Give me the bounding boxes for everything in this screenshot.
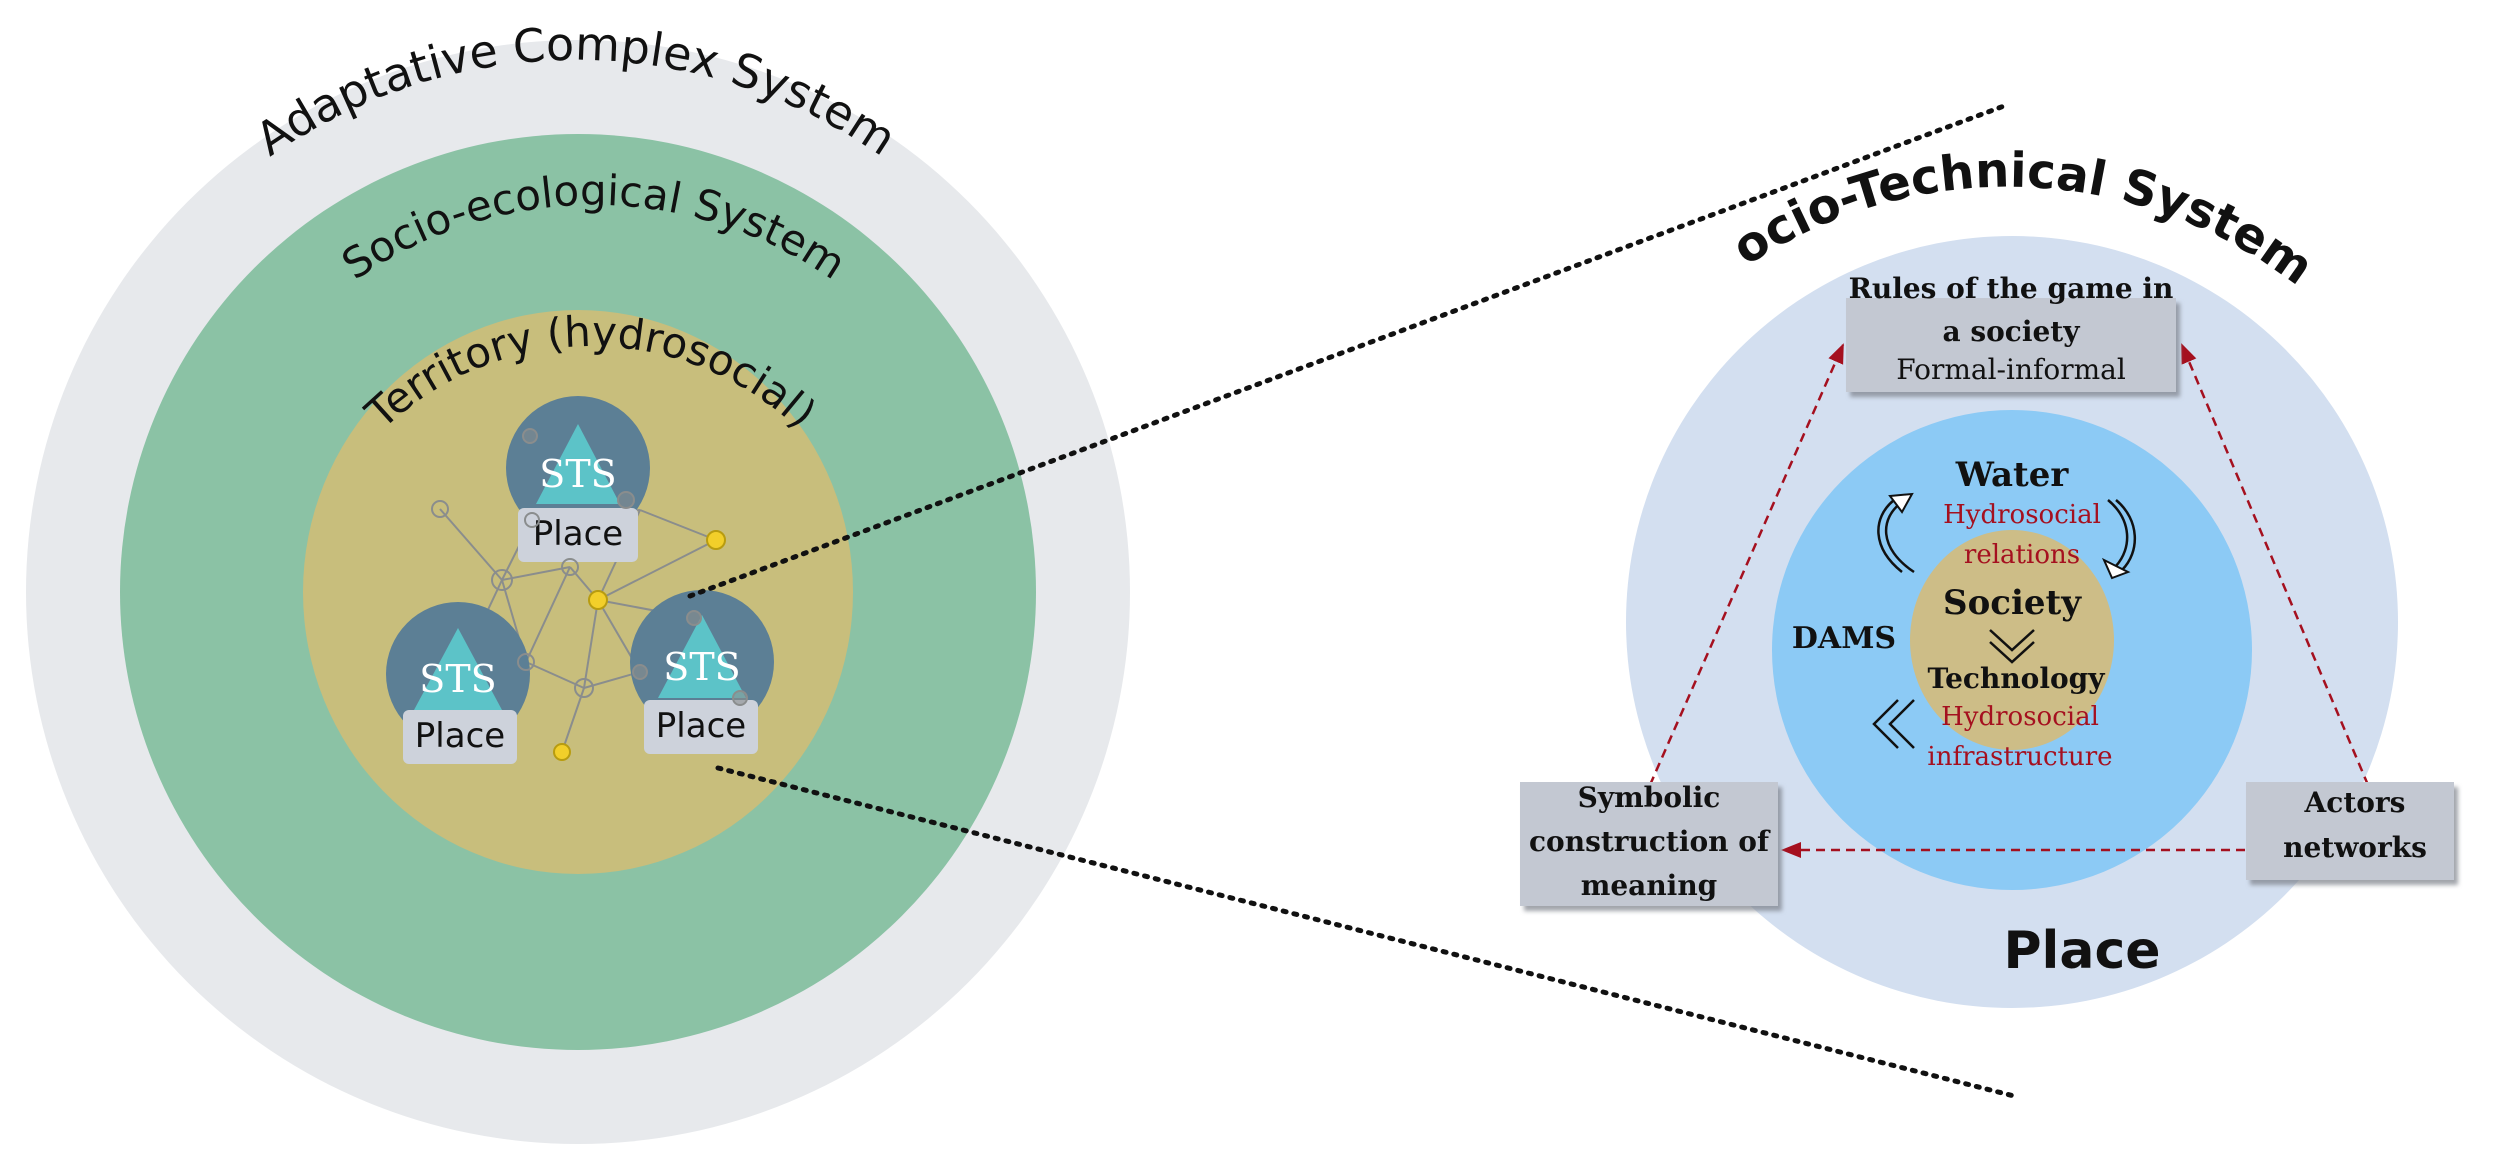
actors-line2: networks bbox=[2283, 831, 2427, 864]
place-box bbox=[403, 710, 517, 764]
symbolic-line3: meaning bbox=[1581, 869, 1718, 902]
rules-line2: a society bbox=[1942, 315, 2080, 348]
sts-node-top: STS Place bbox=[506, 396, 650, 562]
society-core-circle bbox=[1910, 530, 2114, 750]
network-nodes bbox=[431, 428, 748, 761]
symbolic-construction-box: Symbolic construction of meaning bbox=[1520, 781, 1778, 906]
arrow-actors-to-rules bbox=[2180, 343, 2370, 786]
relation-arrows bbox=[1648, 343, 2370, 858]
sts-label: STS bbox=[539, 452, 616, 496]
sts-label: STS bbox=[419, 657, 496, 701]
sts-triangle-icon bbox=[536, 424, 620, 504]
symbolic-line1: Symbolic bbox=[1578, 781, 1721, 814]
double-chevron-left-icon bbox=[1872, 699, 1915, 749]
sts-triangle-icon bbox=[658, 615, 746, 698]
technology-label: Technology bbox=[1927, 662, 2105, 695]
place-label-large: Place bbox=[2003, 921, 2160, 981]
place-label: Place bbox=[415, 716, 505, 756]
cycle-arrow-right-icon bbox=[2101, 499, 2136, 580]
dams-label: DAMS bbox=[1792, 621, 1896, 656]
actors-networks-box: Actors networks bbox=[2246, 782, 2454, 880]
water-label: Water bbox=[1955, 455, 2070, 495]
place-label: Place bbox=[656, 706, 746, 746]
hydrosocial-relations-line2: relations bbox=[1964, 540, 2080, 570]
rules-line3: Formal-informal bbox=[1896, 353, 2126, 386]
double-chevron-down-icon bbox=[1989, 629, 2035, 664]
place-box bbox=[644, 700, 758, 754]
place-label: Place bbox=[533, 514, 623, 554]
hydrosocial-infrastructure-line2: infrastructure bbox=[1927, 742, 2112, 772]
hydrosocial-relations-line1: Hydrosocial bbox=[1943, 500, 2101, 530]
rules-of-the-game-box: Rules of the game in a society Formal-in… bbox=[1846, 272, 2176, 392]
sts-triangle-icon bbox=[414, 628, 502, 710]
arrow-symbolic-to-rules bbox=[1648, 343, 1845, 786]
left-diagram: Adaptative Complex System Socio-ecologic… bbox=[26, 16, 1130, 1144]
actors-line1: Actors bbox=[2304, 786, 2406, 819]
hydrosocial-infrastructure-line1: Hydrosocial bbox=[1941, 702, 2099, 732]
rules-line1: Rules of the game in bbox=[1849, 272, 2174, 305]
society-label: Society bbox=[1943, 583, 2082, 623]
place-box bbox=[518, 508, 638, 562]
symbolic-line2: construction of bbox=[1529, 825, 1771, 858]
cycle-arrow-left-icon bbox=[1877, 492, 1915, 574]
sts-label: STS bbox=[663, 645, 740, 689]
sts-node-right: STS Place bbox=[630, 590, 774, 754]
sts-node-left: STS Place bbox=[386, 602, 530, 764]
zoom-connector-lines bbox=[687, 103, 2017, 1099]
